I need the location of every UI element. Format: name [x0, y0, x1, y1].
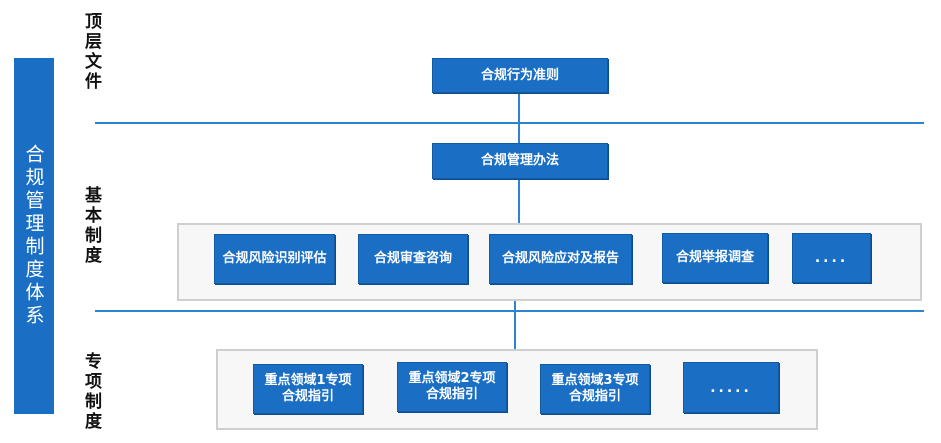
special-item: 重点领域2专项 合规指引: [397, 362, 507, 412]
divider-top: [95, 122, 924, 124]
level-label-special: 专项制度: [85, 352, 102, 432]
special-item-more: .....: [683, 362, 779, 413]
management-measures-box: 合规管理办法: [432, 143, 608, 179]
system-title-bar: 合规管理制度体系: [14, 58, 54, 414]
level-label-top: 顶层文件: [85, 12, 102, 92]
basic-item: 合规举报调查: [662, 233, 768, 283]
level-label-basic: 基本制度: [85, 186, 102, 266]
basic-item: 合规审查咨询: [358, 234, 468, 284]
divider-bottom: [95, 310, 924, 312]
conduct-code-box: 合规行为准则: [432, 58, 608, 93]
basic-item-more: ....: [792, 233, 871, 283]
special-item: 重点领域1专项 合规指引: [253, 364, 363, 414]
special-item: 重点领域3专项 合规指引: [540, 364, 650, 414]
basic-item: 合规风险识别评估: [214, 234, 335, 284]
basic-item: 合规风险应对及报告: [489, 234, 632, 284]
connector-basic-special: [514, 300, 516, 352]
